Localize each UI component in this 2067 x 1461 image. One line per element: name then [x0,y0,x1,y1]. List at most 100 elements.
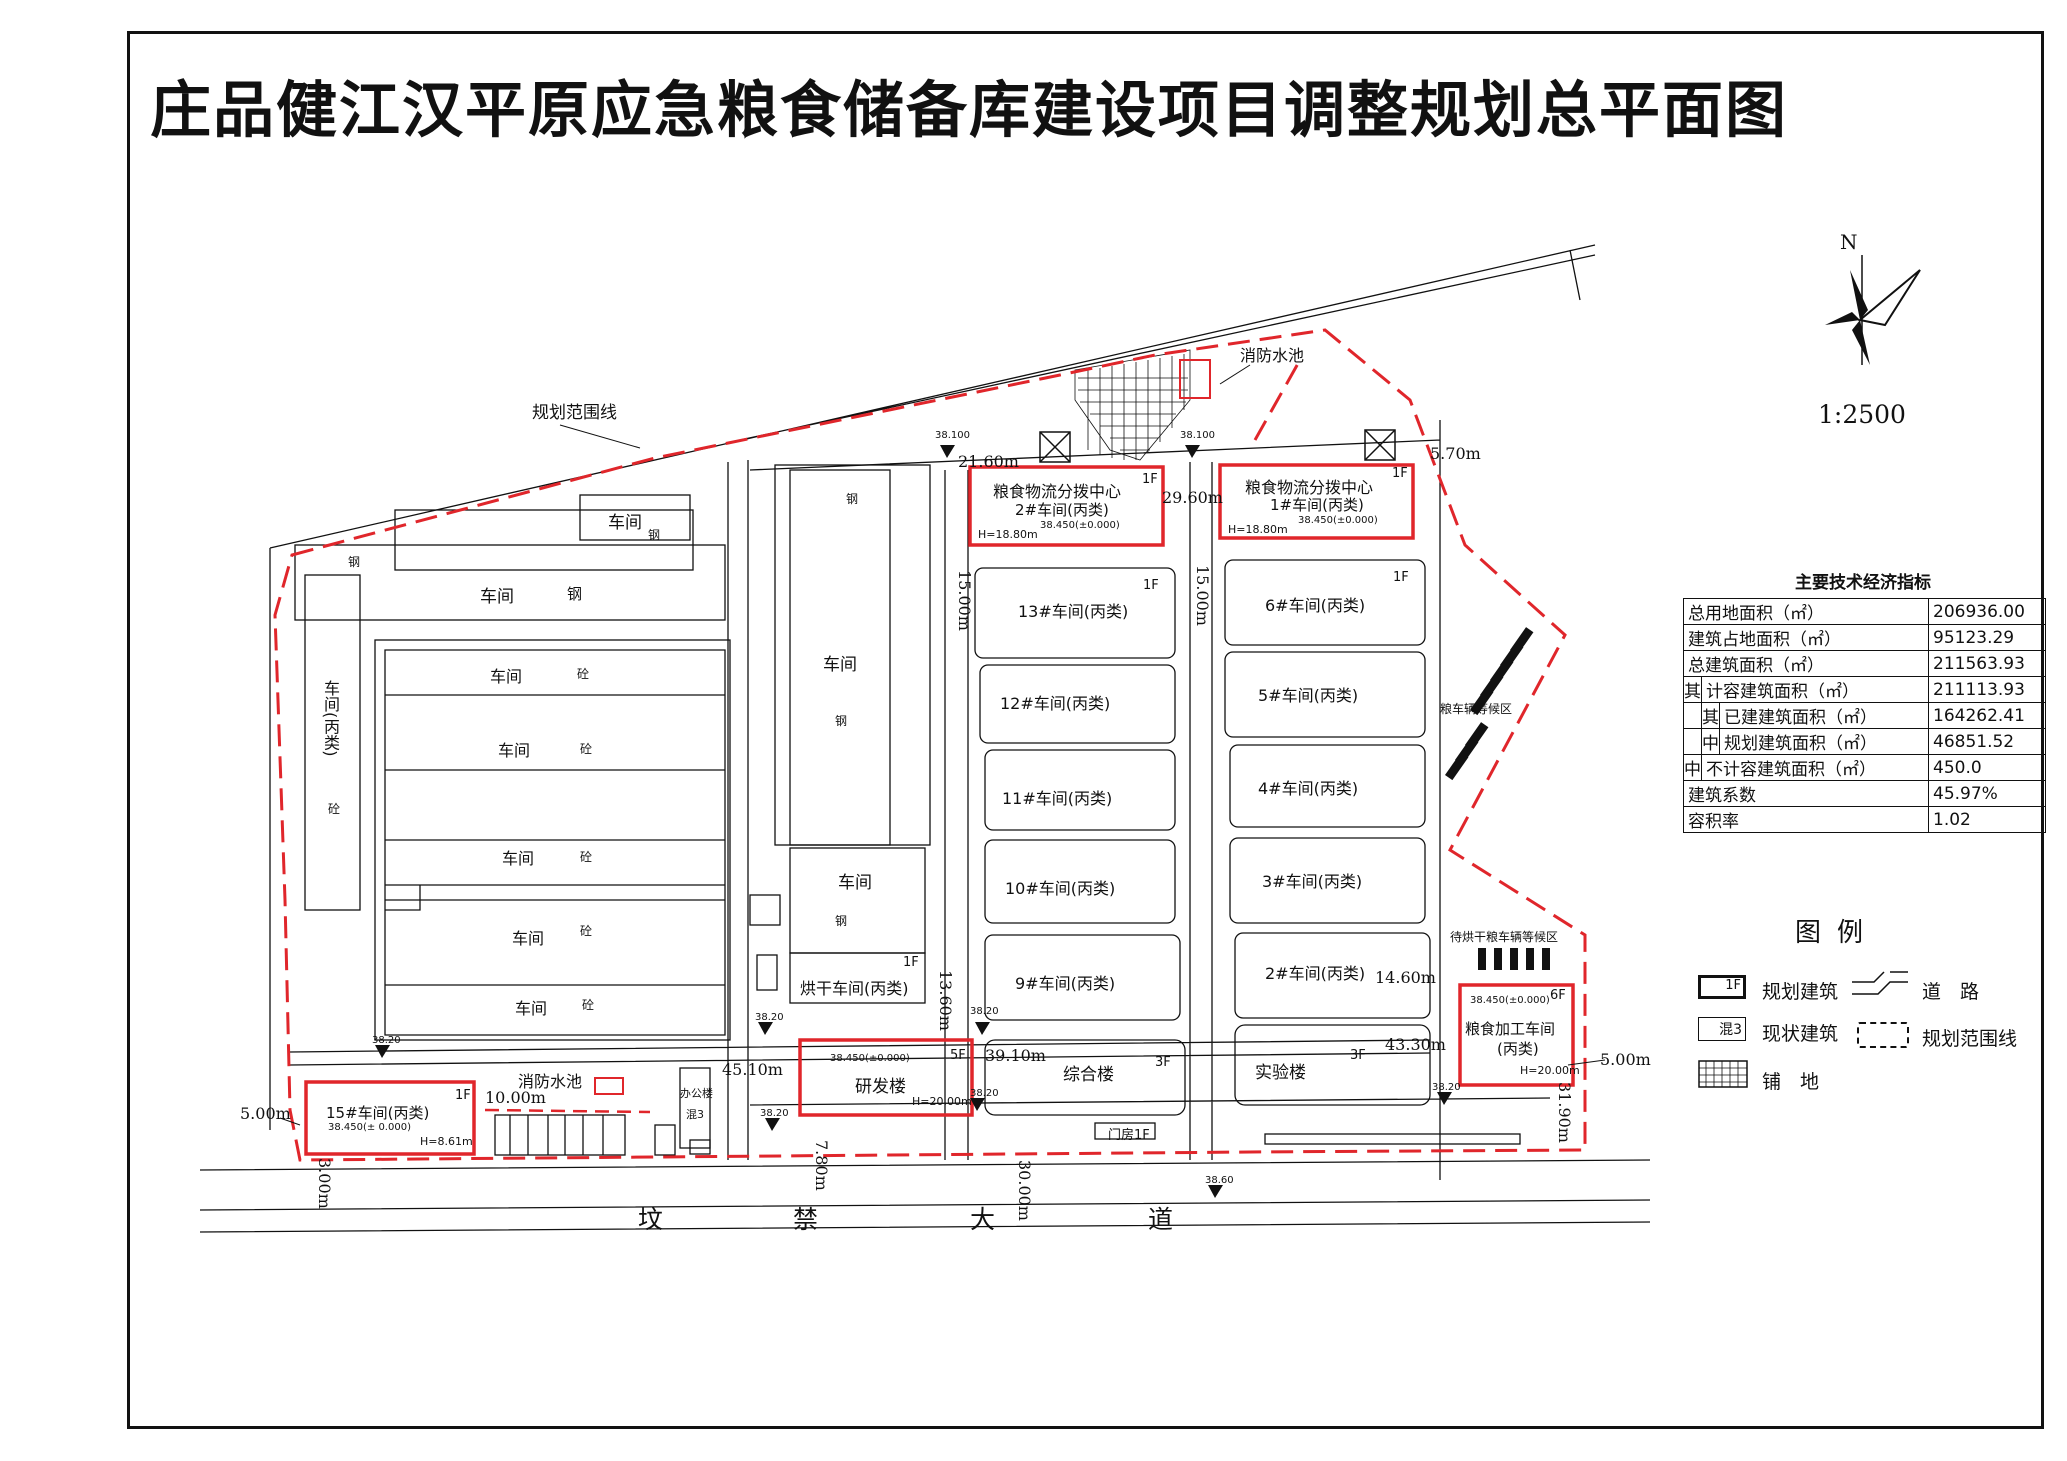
existing-label: 砼 [328,802,341,816]
workshop-label: 11#车间(丙类) [1002,789,1113,808]
legend-existing-label: 现状建筑 [1762,1023,1839,1045]
elevation-tag: 38.450(±0.000) [1470,995,1550,1006]
internal-roads [289,420,1551,1180]
waiting-area-label: 粮车辆等候区 [1440,702,1513,716]
workshop-label: 12#车间(丙类) [1000,694,1111,713]
legend-boundary-symbol [1857,1022,1909,1048]
boundary-line-label: 规划范围线 [532,403,617,423]
legend-planned-symbol: 1F [1698,975,1746,999]
indicator-table: 总用地面积（㎡）206936.00 建筑占地面积（㎡）95123.29 总建筑面… [1683,598,2046,833]
workshop-2 [1234,932,1431,1019]
existing-building-bays [384,649,726,1036]
floor-tag: 1F [1143,578,1159,593]
dimension-label: 21.60m [958,452,1019,471]
dimension-label: 30.00m [1015,1160,1034,1221]
indicator-row: 其已建建筑面积（㎡）164262.41 [1683,702,2046,729]
workshop-3 [1229,837,1426,924]
floor-tag: 3F [1155,1055,1171,1070]
office-building [679,1067,711,1149]
indicator-row: 其计容建筑面积（㎡）211113.93 [1683,676,2046,703]
elevation-tag: 38.450(±0.000) [1040,520,1120,531]
dimension-label: 43.30m [1385,1035,1446,1054]
shiyan-building [1234,1024,1431,1106]
site-wall-line [269,244,1596,1130]
existing-label: 钢 [835,914,848,928]
existing-label: 车间 [608,513,642,533]
waiting-parking-slots [1444,627,1550,970]
existing-label: 砼 [580,742,593,756]
fire-equipment-icon [1039,429,1396,463]
building-label: 综合楼 [1063,1065,1114,1085]
road-name-char: 大 [970,1205,996,1234]
building-label: 实验楼 [1255,1063,1306,1083]
existing-label: 混3 [686,1108,704,1121]
workshop-4 [1229,744,1426,828]
existing-building [689,1139,711,1155]
existing-building [374,639,731,1041]
elevation-tag: 38.450(± 0.000) [328,1122,411,1133]
workshop-label: 2#车间(丙类) [1265,964,1366,983]
dimension-label: 13.60m [936,970,955,1031]
dimension-label: 15.00m [955,570,974,631]
workshop-5 [1224,651,1426,738]
workshop-9 [984,934,1181,1021]
workshop-label: 9#车间(丙类) [1015,974,1116,993]
existing-building [579,494,691,541]
existing-label: 砼 [580,850,593,864]
workshop-label: 5#车间(丙类) [1258,686,1359,705]
indicator-table-title: 主要技术经济指标 [1795,573,1931,593]
planned-building-logistics-2 [968,465,1165,547]
north-arrow-icon [1825,255,1921,365]
workshop-10 [984,839,1176,924]
height-tag: H=18.80m [1228,523,1288,536]
floor-tag: 1F [1392,466,1408,481]
parking-strip [1264,1133,1521,1145]
dimension-label: 45.10m [722,1060,783,1079]
existing-building [394,509,694,571]
existing-label: 车间 [512,929,545,948]
floor-tag: 1F [1393,570,1409,585]
elevation-label: 38.20 [760,1108,789,1119]
fire-pool-label: 消防水池 [1240,346,1305,365]
existing-building-row [494,1114,626,1156]
dimension-label: 29.60m [1162,488,1223,507]
building-label: (丙类) [1497,1040,1539,1058]
building-label: 粮食物流分拨中心 [993,482,1122,501]
legend-road-icon [1852,971,1908,995]
dimension-label: 31.90m [1555,1082,1574,1143]
planning-boundary [273,328,1587,1162]
scale-label: 1:2500 [1818,400,1906,429]
drawing-title: 庄品健江汉平原应急粮食储备库建设项目调整规划总平面图 [150,75,1789,146]
indicator-row: 中不计容建筑面积（㎡）450.0 [1683,754,2046,781]
elevation-markers [375,445,1452,1198]
existing-building [749,894,781,926]
dimension-label: 15.00m [1193,565,1212,626]
elevation-label: 38.20 [1432,1082,1461,1093]
gatehouse-label: 门房1F [1108,1128,1150,1143]
building-label: 粮食加工车间 [1465,1020,1556,1038]
fire-pool-label: 消防水池 [518,1072,583,1091]
planned-building-rd [798,1038,974,1117]
elevation-label: 38.60 [1205,1175,1234,1186]
legend-paving-label: 铺 地 [1762,1071,1820,1093]
height-tag: H=8.61m [420,1135,473,1148]
building-label: 2#车间(丙类) [1015,501,1109,519]
planned-building-logistics-1 [1218,463,1415,540]
dimension-label: 10.00m [485,1088,546,1107]
existing-label: 车间(丙类) [321,680,340,757]
existing-label: 车间 [480,587,514,607]
existing-label: 砼 [580,924,593,938]
waiting-area-label: 待烘干粮车辆等候区 [1450,930,1559,944]
workshop-label: 6#车间(丙类) [1265,596,1366,615]
dimension-label: 14.60m [1375,968,1436,987]
existing-label: 车间 [490,667,523,686]
existing-label: 车间 [515,999,548,1018]
planned-building-processing [1458,983,1575,1087]
main-road-edges [199,1159,1651,1233]
road-name-char: 道 [1148,1205,1174,1234]
existing-label: 办公楼 [680,1087,713,1100]
existing-label: 钢 [648,528,661,542]
existing-building [304,574,361,911]
